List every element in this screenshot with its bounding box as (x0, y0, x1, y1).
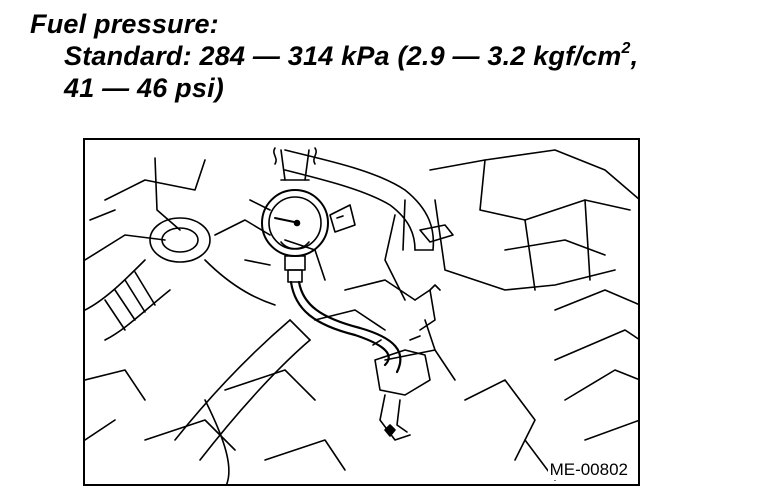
spec-heading: Fuel pressure: (30, 9, 219, 39)
engine-background-lines (85, 149, 638, 481)
spec-unit-exponent: 2 (621, 40, 631, 57)
lower-hose (174, 319, 311, 484)
spec-standard-suffix: , (630, 41, 639, 71)
pressure-gauge (261, 147, 329, 283)
spec-standard-range: Standard: 284 — 314 kPa (2.9 — 3.2 kgf/c… (30, 40, 638, 72)
intake-hose (85, 217, 276, 341)
figure-reference-code: ME-00802 (547, 460, 630, 480)
engine-bay-drawing (85, 147, 638, 484)
fuel-pressure-spec: Fuel pressure: Standard: 284 — 314 kPa (… (30, 8, 638, 104)
fuel-gauge-illustration: ME-00802 (83, 138, 640, 486)
bracket-component (244, 199, 356, 266)
spec-psi-range: 41 — 46 psi) (64, 73, 224, 103)
coolant-hose (284, 149, 454, 301)
gauge-hose (289, 280, 402, 374)
fuel-line-fitting (372, 284, 441, 441)
spec-standard-text: Standard: 284 — 314 kPa (2.9 — 3.2 kgf/c… (64, 41, 622, 71)
